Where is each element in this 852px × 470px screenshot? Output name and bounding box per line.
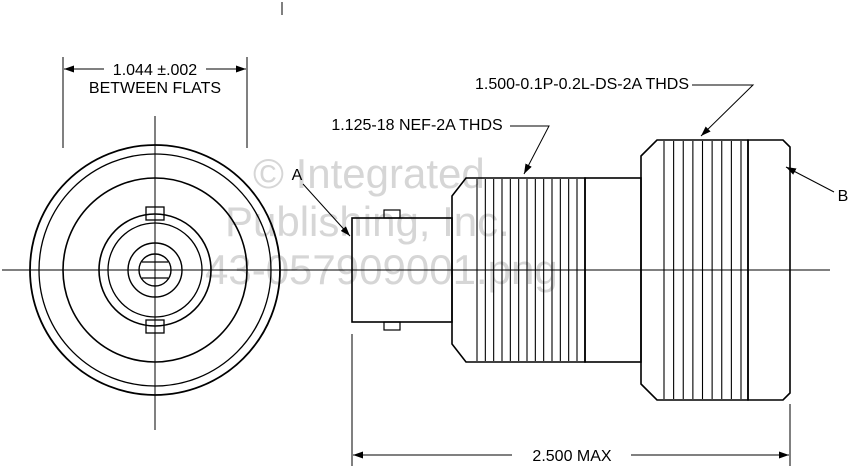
knurl-outer-circle bbox=[29, 144, 281, 396]
contact-outer-circle bbox=[127, 242, 183, 298]
side-view bbox=[351, 139, 791, 401]
flats-dimension bbox=[62, 57, 248, 148]
knurl-inner-circle bbox=[38, 153, 272, 387]
thread-lines-1 bbox=[476, 179, 578, 361]
flats-dimension-label: BETWEEN FLATS bbox=[89, 80, 221, 97]
contact-inner-circle bbox=[138, 253, 172, 287]
thread-lines-2 bbox=[663, 141, 742, 399]
flats-circle bbox=[62, 177, 248, 363]
flats-dimension-value: 1.044 ±.002 bbox=[113, 62, 198, 79]
bayonet-pin-bottom bbox=[383, 321, 401, 331]
leader-lines bbox=[302, 84, 835, 237]
watermark-line-1: © Integrated bbox=[253, 150, 485, 197]
length-dimension-value: 2.500 MAX bbox=[532, 448, 611, 465]
leader-ref-a bbox=[302, 183, 351, 237]
bayonet-pin-top bbox=[383, 209, 401, 219]
front-view bbox=[29, 144, 281, 396]
length-dimension bbox=[351, 334, 791, 466]
centerlines bbox=[2, 2, 830, 430]
thread-1-label: 1.125-18 NEF-2A THDS bbox=[331, 117, 502, 134]
ref-a-label: A bbox=[292, 167, 303, 184]
insulator-circle bbox=[107, 222, 203, 318]
ref-b-label: B bbox=[838, 188, 849, 205]
leader-thread-2 bbox=[692, 84, 755, 137]
bayonet-lug-bottom bbox=[145, 319, 165, 334]
end-cap bbox=[747, 139, 791, 401]
thread-2-label: 1.500-0.1P-0.2L-DS-2A THDS bbox=[475, 76, 689, 93]
watermark-line-2: Publishing, Inc. bbox=[225, 198, 510, 245]
bayonet-lug-top bbox=[145, 206, 165, 221]
body-circle bbox=[98, 213, 212, 327]
leader-thread-1 bbox=[510, 125, 550, 175]
leader-ref-b bbox=[785, 166, 835, 193]
